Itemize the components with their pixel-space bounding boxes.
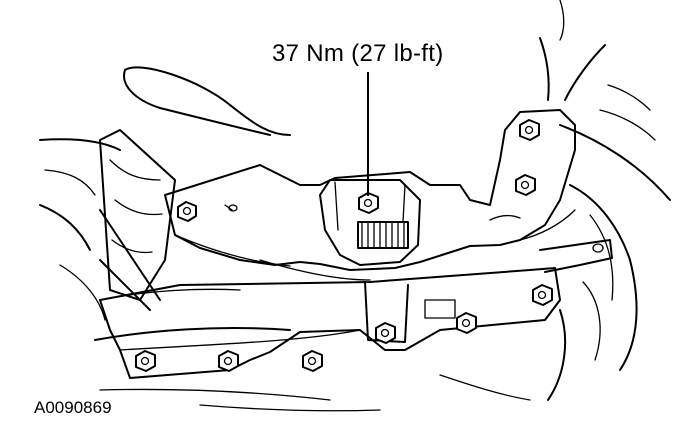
left-shaft	[99, 129, 176, 311]
bolt	[532, 284, 553, 306]
bolt	[519, 119, 540, 141]
transmission-housing	[39, 0, 671, 412]
bolts	[135, 119, 553, 372]
bolt	[302, 350, 323, 372]
valve-body-plate	[99, 239, 613, 379]
support-bracket	[164, 109, 576, 271]
torque-callout: 37 Nm (27 lb-ft)	[272, 40, 444, 67]
figure-id: A0090869	[34, 398, 112, 417]
center-housing	[319, 179, 421, 266]
bolt	[515, 174, 536, 196]
bolt	[177, 201, 197, 222]
bolt	[218, 350, 239, 372]
bolt	[375, 322, 396, 344]
bolt	[456, 312, 477, 334]
bolt	[135, 350, 156, 372]
